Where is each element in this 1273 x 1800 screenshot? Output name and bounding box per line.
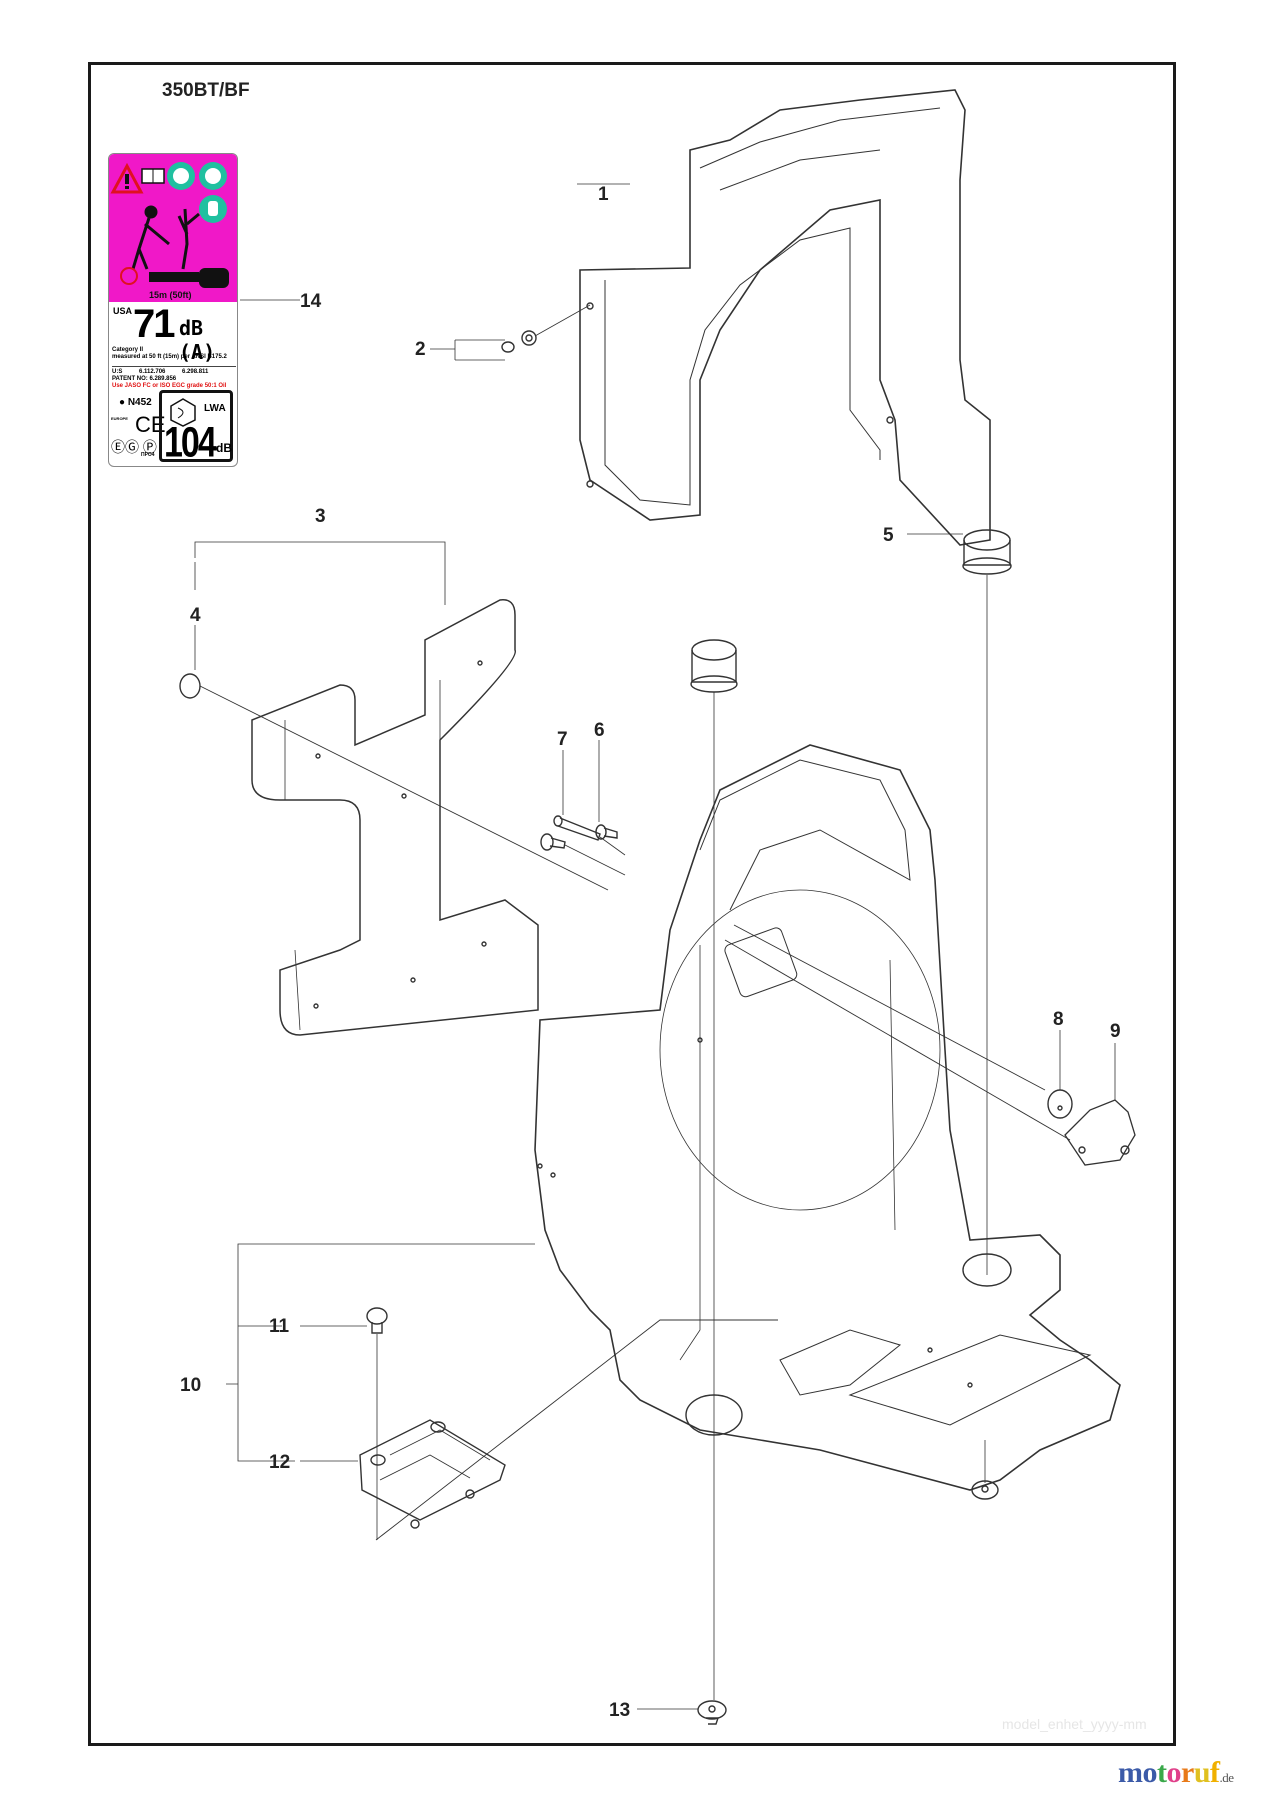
callout-8[interactable]: 8 bbox=[1053, 1009, 1064, 1030]
decal-europe: EUROPE bbox=[111, 416, 128, 421]
brand-letter: f bbox=[1210, 1756, 1220, 1789]
tube-axis-upper bbox=[733, 924, 1046, 1091]
part-13-rubber-foot-right[interactable] bbox=[971, 1440, 999, 1500]
watermark: model_enhet_yyyy-mm bbox=[1002, 1716, 1147, 1732]
brand-letter: t bbox=[1157, 1756, 1167, 1789]
brand-letter: u bbox=[1193, 1756, 1211, 1789]
decal-sound-unit: dB (A) bbox=[179, 316, 216, 364]
part-13-rubber-foot[interactable] bbox=[697, 1700, 727, 1725]
certification-marks-icon: ⒺⒼ Ⓟ bbox=[111, 439, 157, 455]
part-5-damper[interactable] bbox=[962, 529, 1012, 1275]
model-title: 350BT/BF bbox=[162, 80, 250, 101]
part-4-push-pin[interactable] bbox=[179, 673, 609, 891]
callout-6[interactable]: 6 bbox=[594, 720, 605, 741]
decal-lwa-value: 104 bbox=[164, 419, 217, 467]
diagram-frame bbox=[88, 62, 1176, 1746]
part-3-back-pad[interactable] bbox=[251, 599, 539, 1036]
leader-10 bbox=[226, 1243, 535, 1462]
decal-pct: ПРО4 bbox=[141, 452, 155, 458]
brand-logo[interactable]: motoruf.de bbox=[1118, 1756, 1234, 1789]
operator-pictogram-icon bbox=[131, 205, 200, 270]
sound-power-icon bbox=[170, 398, 196, 427]
callout-7[interactable]: 7 bbox=[557, 729, 568, 750]
decal-distance: 15m (50ft) bbox=[149, 290, 192, 300]
decal-sound-value: 71 bbox=[133, 302, 175, 346]
callout-4[interactable]: 4 bbox=[190, 605, 201, 626]
brand-letter: o bbox=[1166, 1756, 1182, 1789]
brand-letter: m bbox=[1118, 1756, 1143, 1789]
eye-protection-icon bbox=[199, 162, 227, 190]
decal-lwa-label: LWA bbox=[204, 403, 226, 414]
decal-lwa-unit: dB bbox=[216, 441, 232, 455]
part-7-screw[interactable] bbox=[540, 815, 626, 876]
callout-5[interactable]: 5 bbox=[883, 525, 894, 546]
callout-9[interactable]: 9 bbox=[1110, 1021, 1121, 1042]
brand-letter: r bbox=[1181, 1756, 1194, 1789]
decal-approval: ● N452 bbox=[119, 397, 152, 408]
blower-pictogram-icon bbox=[120, 267, 229, 288]
decal-category: Category II measured at 50 ft (15m) per … bbox=[112, 347, 227, 360]
warning-triangle-icon bbox=[110, 162, 144, 194]
decal-patents: U:S 6.112.706 6.298.811 PATENT NO: 6.289… bbox=[112, 366, 236, 390]
callout-12[interactable]: 12 bbox=[269, 1452, 291, 1473]
part-11-pin[interactable] bbox=[366, 1307, 388, 1540]
decal-usa: USA bbox=[113, 306, 133, 316]
callout-3[interactable]: 3 bbox=[315, 506, 326, 527]
part-1-frame[interactable] bbox=[579, 89, 991, 546]
callout-10[interactable]: 10 bbox=[180, 1375, 202, 1396]
callout-2[interactable]: 2 bbox=[415, 339, 426, 360]
gloves-icon bbox=[199, 195, 227, 223]
callout-11[interactable]: 11 bbox=[269, 1316, 290, 1337]
callout-14[interactable]: 14 bbox=[300, 291, 322, 312]
decal-lwa-box: LWA 104 dB bbox=[159, 390, 233, 466]
manual-book-icon bbox=[141, 168, 165, 184]
leader-3 bbox=[194, 541, 446, 605]
part-8-washer[interactable] bbox=[1047, 1089, 1073, 1119]
decal-warning-panel: 15m (50ft) bbox=[109, 154, 237, 302]
ear-protection-icon bbox=[167, 162, 195, 190]
part-9-swivel[interactable] bbox=[1064, 1099, 1136, 1166]
part-2-fasteners[interactable] bbox=[501, 304, 591, 353]
decal-pictograms: 15m (50ft) bbox=[110, 162, 229, 300]
part-14-decal[interactable]: 15m (50ft) USA 71 dB (A) Category II mea… bbox=[108, 153, 238, 467]
callout-13[interactable]: 13 bbox=[609, 1700, 631, 1721]
brand-letter: o bbox=[1142, 1756, 1158, 1789]
leader-2 bbox=[430, 339, 505, 361]
callout-1[interactable]: 1 bbox=[598, 184, 609, 205]
tube-axis-lower bbox=[724, 939, 1071, 1141]
backplate-body[interactable] bbox=[534, 744, 1121, 1491]
part-5-damper-left[interactable] bbox=[690, 639, 738, 1700]
part-12-foot-support[interactable] bbox=[359, 1319, 778, 1541]
